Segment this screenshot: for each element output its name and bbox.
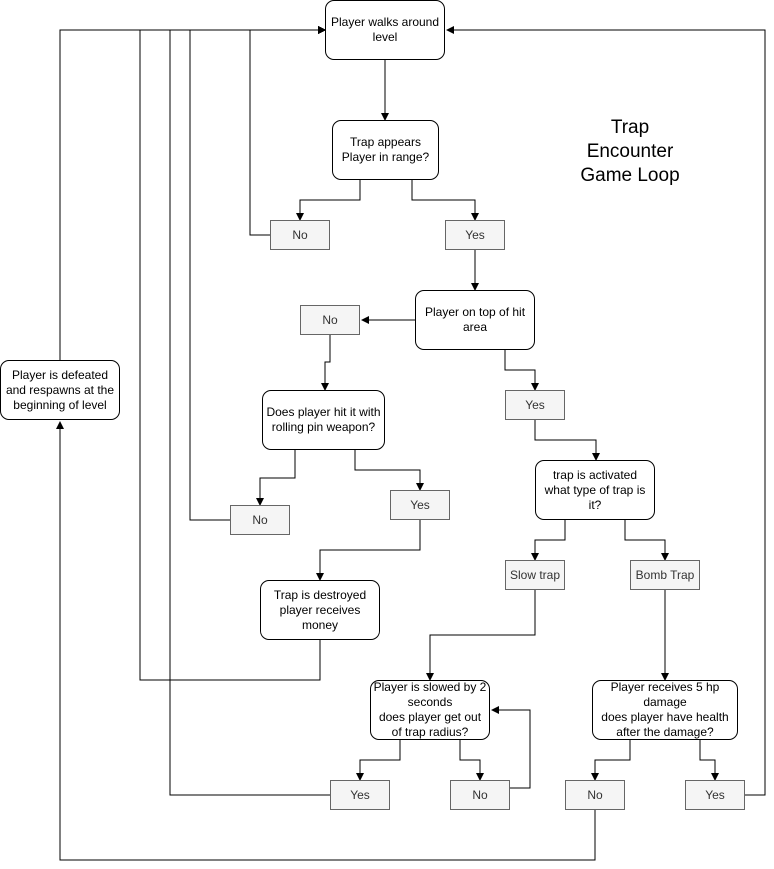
edge-yeshit-to-destroyed	[316, 520, 421, 581]
edge-yestop-to-activated	[534, 420, 600, 461]
edge-slow-to-slowed	[426, 590, 536, 681]
edge-nohealth-to-defeated	[56, 421, 596, 861]
edge-ontop-to-yes	[504, 350, 539, 391]
node-bomb-trap: Bomb Trap	[630, 560, 700, 590]
node-trap-destroyed: Trap is destroyed player receives money	[260, 580, 380, 640]
node-answer-yes-range: Yes	[445, 220, 505, 250]
edge-no-range-loop	[249, 26, 326, 236]
node-answer-yes-top: Yes	[505, 390, 565, 420]
node-slow-trap: Slow trap	[505, 560, 565, 590]
edge-activated-to-slow	[531, 520, 566, 561]
node-trap-appears: Trap appears Player in range?	[332, 120, 439, 180]
node-answer-yes-escape: Yes	[330, 780, 390, 810]
node-answer-no-top: No	[300, 305, 360, 335]
node-player-walks: Player walks around level	[325, 0, 445, 60]
edge-slowed-to-no	[459, 740, 484, 781]
node-player-slowed: Player is slowed by 2 seconds does playe…	[370, 680, 490, 740]
edge-slowed-to-yes	[356, 740, 401, 781]
edge-trap-to-yes	[411, 180, 479, 221]
edge-defeated-loop	[59, 26, 326, 360]
node-hit-rolling-pin: Does player hit it with rolling pin weap…	[262, 390, 385, 450]
edge-yeshealth-loop	[446, 26, 766, 796]
node-answer-yes-hit: Yes	[390, 490, 450, 520]
edge-damage-to-yes	[699, 740, 719, 781]
edge-activated-to-bomb	[624, 520, 669, 561]
edge-damage-to-no	[591, 740, 631, 781]
node-answer-no-hit: No	[230, 505, 290, 535]
node-answer-no-health: No	[565, 780, 625, 810]
node-answer-no-range: No	[270, 220, 330, 250]
node-answer-yes-health: Yes	[685, 780, 745, 810]
edge-notop-to-hit	[321, 335, 331, 391]
diagram-title: Trap Encounter Game Loop	[580, 117, 680, 186]
edge-trap-to-no	[296, 180, 361, 221]
node-player-defeated: Player is defeated and respawns at the b…	[0, 360, 120, 420]
edge-hit-to-yes	[354, 450, 424, 491]
node-trap-activated: trap is activated what type of trap is i…	[535, 460, 655, 520]
edge-hit-to-no	[256, 450, 296, 506]
edge-noescape-loop	[491, 706, 531, 789]
node-player-damage: Player receives 5 hp damage does player …	[592, 680, 738, 740]
node-answer-no-escape: No	[450, 780, 510, 810]
node-player-on-top: Player on top of hit area	[415, 290, 535, 350]
